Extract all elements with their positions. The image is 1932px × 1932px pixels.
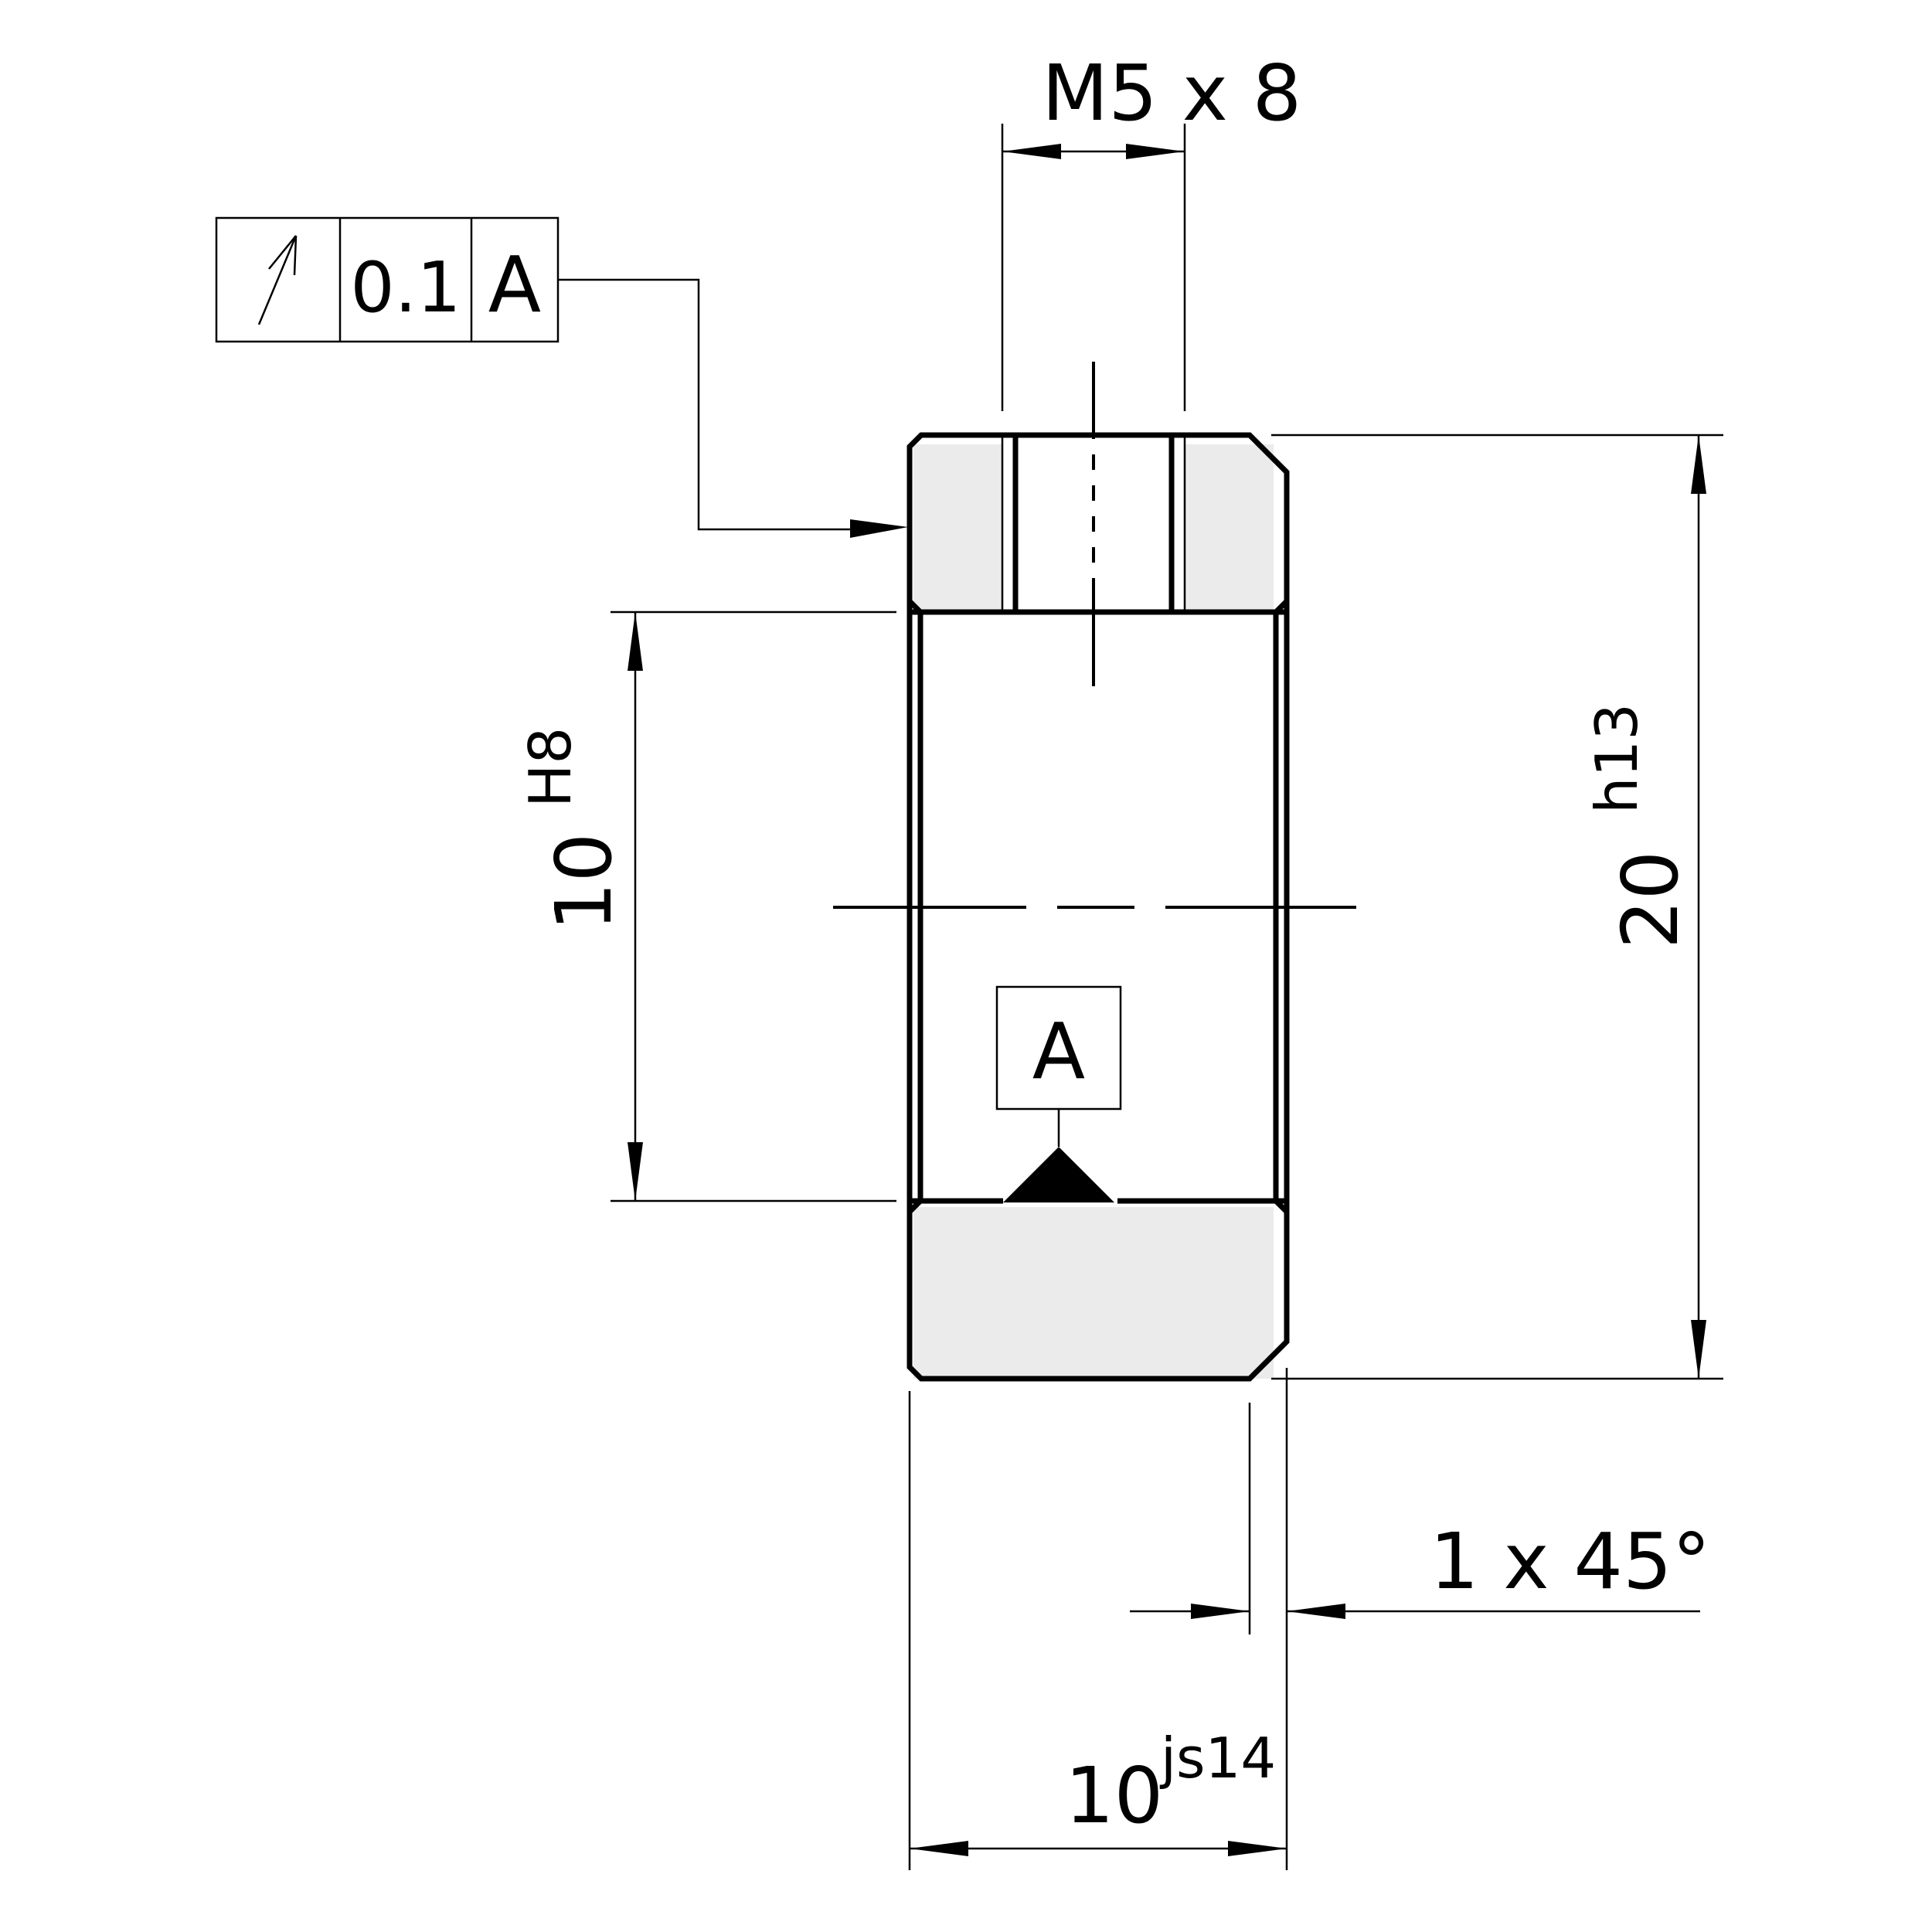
- fcf-leader-arrow: [850, 519, 908, 538]
- height-dim-label: 20 h13: [1583, 703, 1696, 949]
- bore-corner-tr: [1274, 599, 1289, 614]
- height-dim-value: 20: [1605, 851, 1696, 949]
- datum-feature-symbol: A: [995, 985, 1122, 1202]
- arrowhead: [1691, 435, 1706, 494]
- chamfer-dimension: 1 x 45°: [1130, 1403, 1711, 1634]
- chamfer-dim-text: 1 x 45°: [1430, 1516, 1711, 1607]
- arrowhead: [628, 612, 643, 671]
- bore-corner-bl: [907, 1199, 923, 1214]
- arrowhead: [1691, 1320, 1706, 1379]
- bore-dimension: 10 H8: [516, 611, 896, 1202]
- feature-control-frame: 0.1 A: [215, 216, 908, 538]
- center-lines: [833, 362, 1356, 909]
- fcf-tolerance: 0.1: [350, 247, 461, 328]
- thread-callout-text: M5 x 8: [1042, 48, 1301, 138]
- section-area-top-left: [913, 444, 1002, 611]
- width-dim-tolerance: js14: [1159, 1726, 1276, 1791]
- arrowhead: [1002, 144, 1061, 159]
- part-outline: [906, 432, 1290, 1382]
- height-dim-tolerance: h13: [1583, 703, 1651, 814]
- section-area-bottom: [913, 1207, 1274, 1379]
- bore-corner-br: [1274, 1199, 1289, 1214]
- arrowhead: [628, 1142, 643, 1201]
- arrowhead: [1191, 1604, 1250, 1619]
- bore-dim-label: 10 H8: [516, 727, 629, 931]
- width-dimension: 10 js14: [908, 1368, 1288, 1870]
- arrowhead: [1287, 1604, 1345, 1619]
- arrowhead: [910, 1841, 968, 1856]
- bore-dim-value: 10: [539, 833, 629, 931]
- circular-runout-icon: [257, 235, 298, 325]
- fcf-datum: A: [488, 240, 541, 330]
- datum-label: A: [1032, 1006, 1085, 1097]
- bore-dim-tolerance: H8: [516, 727, 584, 808]
- fcf-leader-line: [558, 278, 869, 531]
- section-area-top-right: [1185, 444, 1274, 611]
- width-dim-value: 10: [1065, 1750, 1163, 1841]
- thread-dimension: M5 x 8: [1001, 48, 1301, 411]
- height-dimension: 20 h13: [1271, 434, 1723, 1380]
- bore-corner-tl: [907, 599, 923, 614]
- datum-triangle: [1003, 1147, 1114, 1202]
- arrowhead: [1228, 1841, 1287, 1856]
- arrowhead: [1126, 144, 1185, 159]
